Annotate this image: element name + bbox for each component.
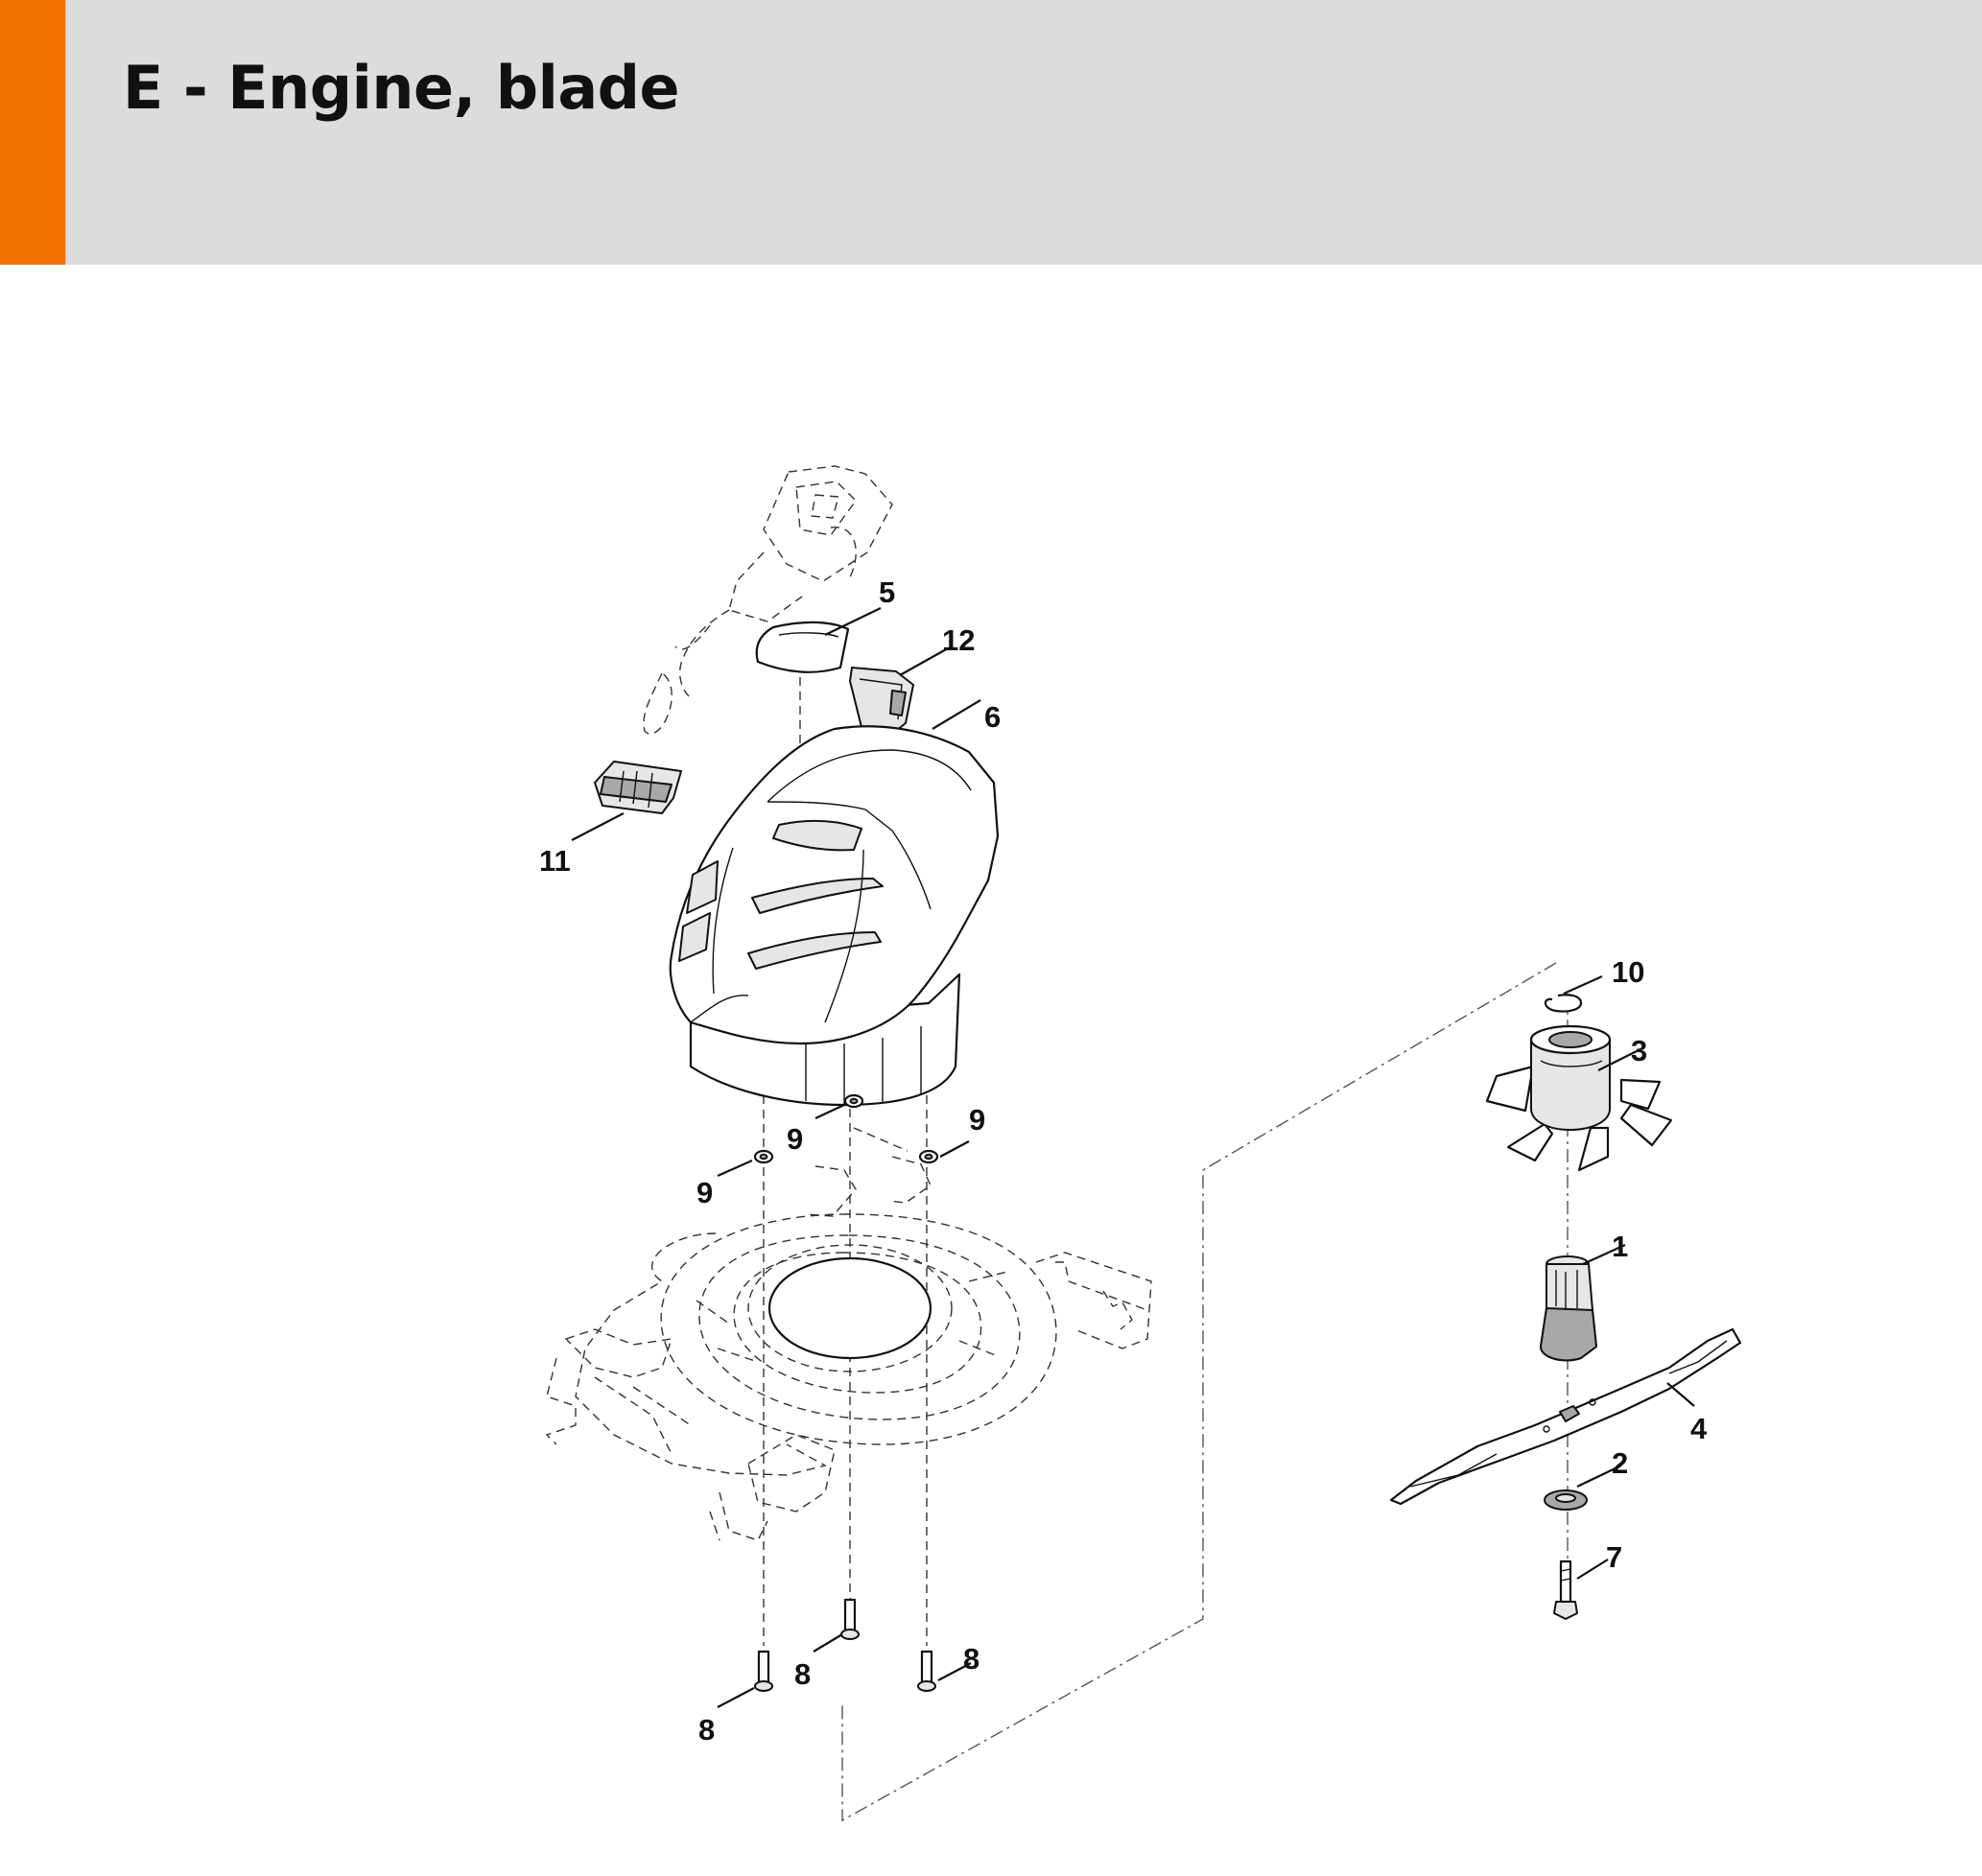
part-8-screws	[754, 1598, 936, 1692]
callout-2: 2	[1612, 1446, 1628, 1480]
callout-8b: 8	[794, 1657, 811, 1691]
callout-7: 7	[1606, 1540, 1622, 1574]
header-bar: E - Engine, blade	[0, 0, 1982, 265]
callout-3: 3	[1631, 1034, 1647, 1067]
callout-leader-lines	[571, 607, 1695, 1708]
callout-9a: 9	[787, 1122, 803, 1156]
callout-10: 10	[1612, 955, 1644, 989]
part-7-blade-bolt	[1553, 1559, 1578, 1620]
mower-deck-reference	[545, 1156, 1152, 1541]
callout-labels: 5 12 6 11 9 9 9 10 3 1 4 2 7 8 8 8	[539, 575, 1708, 1747]
callout-11: 11	[539, 844, 571, 878]
callout-9c: 9	[696, 1176, 713, 1209]
part-1-blade-adapter	[1540, 1255, 1597, 1362]
callout-4: 4	[1690, 1412, 1708, 1445]
accent-stripe	[0, 0, 65, 265]
part-11-electronics-module	[594, 761, 682, 814]
part-4-cutting-blade	[1389, 1327, 1742, 1506]
callout-8a: 8	[698, 1713, 715, 1747]
part-3-fan-hub	[1485, 1024, 1673, 1172]
part-10-circlip	[1544, 994, 1583, 1013]
callout-1: 1	[1612, 1230, 1628, 1263]
callout-8c: 8	[963, 1642, 979, 1676]
callout-6: 6	[984, 700, 1001, 734]
handle-console-reference	[643, 465, 893, 735]
part-9-washers	[753, 1093, 939, 1164]
part-6-motor-cover	[669, 725, 1000, 1107]
callout-9b: 9	[969, 1103, 985, 1137]
page-title: E - Engine, blade	[123, 53, 680, 123]
callout-5: 5	[879, 575, 895, 609]
callout-12: 12	[942, 623, 975, 657]
part-2-serrated-washer	[1544, 1489, 1588, 1511]
exploded-parts-diagram: 5 12 6 11 9 9 9 10 3 1 4 2 7 8 8 8	[539, 465, 1742, 1822]
